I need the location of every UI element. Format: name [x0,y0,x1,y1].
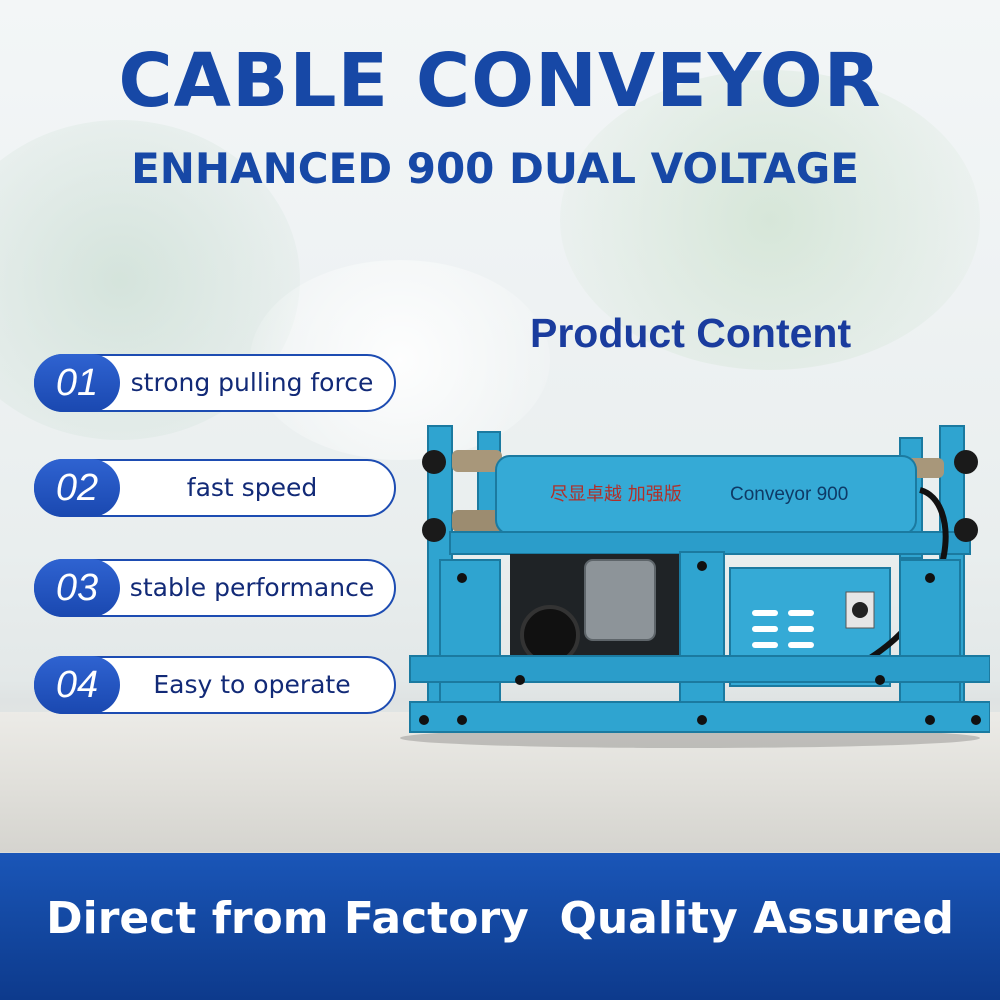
feature-item: 02 fast speed [34,459,396,517]
feature-item: 01 strong pulling force [34,354,396,412]
main-plate [449,531,971,555]
feature-item: 03 stable performance [34,559,396,617]
vent-slots [752,610,814,648]
roller [452,450,502,472]
feature-number: 01 [34,354,120,412]
feature-label: stable performance [129,573,375,602]
motor [584,559,656,641]
product-content-heading: Product Content [530,310,852,356]
switch-knob [852,602,868,618]
feature-item: 04 Easy to operate [34,656,396,714]
roller [452,510,502,532]
machine-label-en: Conveyor 900 [730,484,848,505]
cable-conveyor-machine: 尽显卓越 加强版 Conveyor 900 [400,425,990,748]
feature-label: strong pulling force [130,368,374,397]
page-title: CABLE CONVEYOR [118,38,882,124]
background-blur [560,70,980,370]
base-frame-top [409,655,990,683]
gearbox [520,605,580,665]
feature-label: fast speed [186,473,318,502]
feature-label: Easy to operate [153,670,351,699]
adjustment-knobs [422,450,978,542]
footer-banner [0,853,1000,1000]
banner-text: Direct from Factory Quality Assured [46,893,954,944]
feature-number: 03 [34,559,120,617]
page-subtitle: ENHANCED 900 DUAL VOLTAGE [131,144,859,193]
machine-label-cn: 尽显卓越 加强版 [550,484,682,505]
feature-number: 04 [34,656,120,714]
feature-number: 02 [34,459,120,517]
bolts [419,561,981,725]
table-surface [0,712,1000,852]
